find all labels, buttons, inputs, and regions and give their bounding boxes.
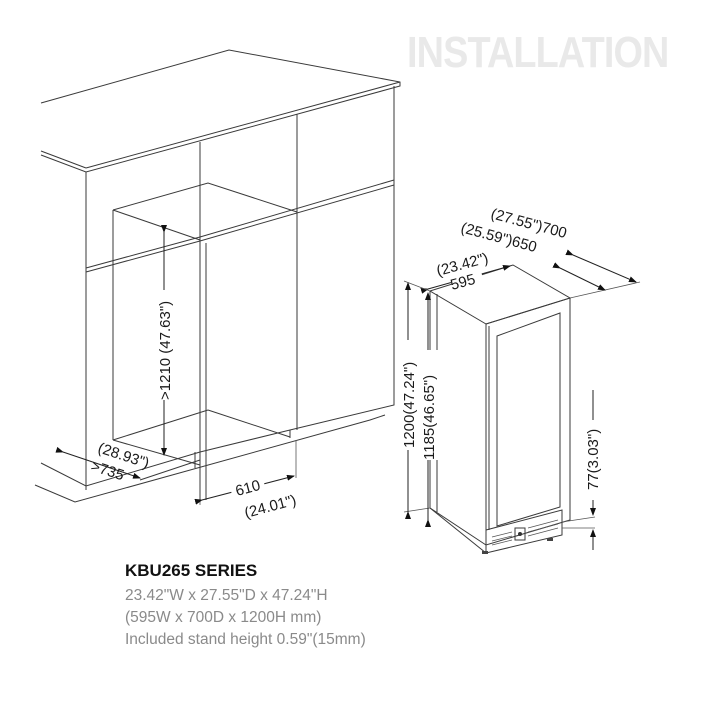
height-total-label: 1200(47.24")	[401, 362, 418, 448]
series-name: KBU265 SERIES	[125, 561, 258, 580]
cutout-dimensions: >1210 (47.63") (28.93") >735 610 (24.01"…	[55, 225, 298, 522]
cutout-width-mm-label: 610	[234, 477, 263, 500]
dimensions-mm: (595W x 700D x 1200H mm)	[125, 609, 322, 626]
toe-kick-label: 77(3.03")	[585, 429, 602, 490]
cabinet-drawing	[34, 49, 401, 503]
height-body-label: 1185(46.65")	[421, 375, 438, 460]
cutout-height-label: >1210 (47.63")	[157, 301, 174, 400]
stand-height: Included stand height 0.59"(15mm)	[125, 631, 366, 648]
unit-dimensions: (27.55")700 (25.59")650 595 (23.42") 120…	[398, 205, 641, 550]
dimensions-inches: 23.42"W x 27.55"D x 47.24"H	[125, 587, 328, 604]
wine-cooler-drawing	[428, 264, 572, 554]
width-mm-label: 595	[449, 271, 478, 294]
spec-block: KBU265 SERIES 23.42"W x 27.55"D x 47.24"…	[125, 561, 366, 651]
page-title: INSTALLATION	[407, 28, 669, 77]
